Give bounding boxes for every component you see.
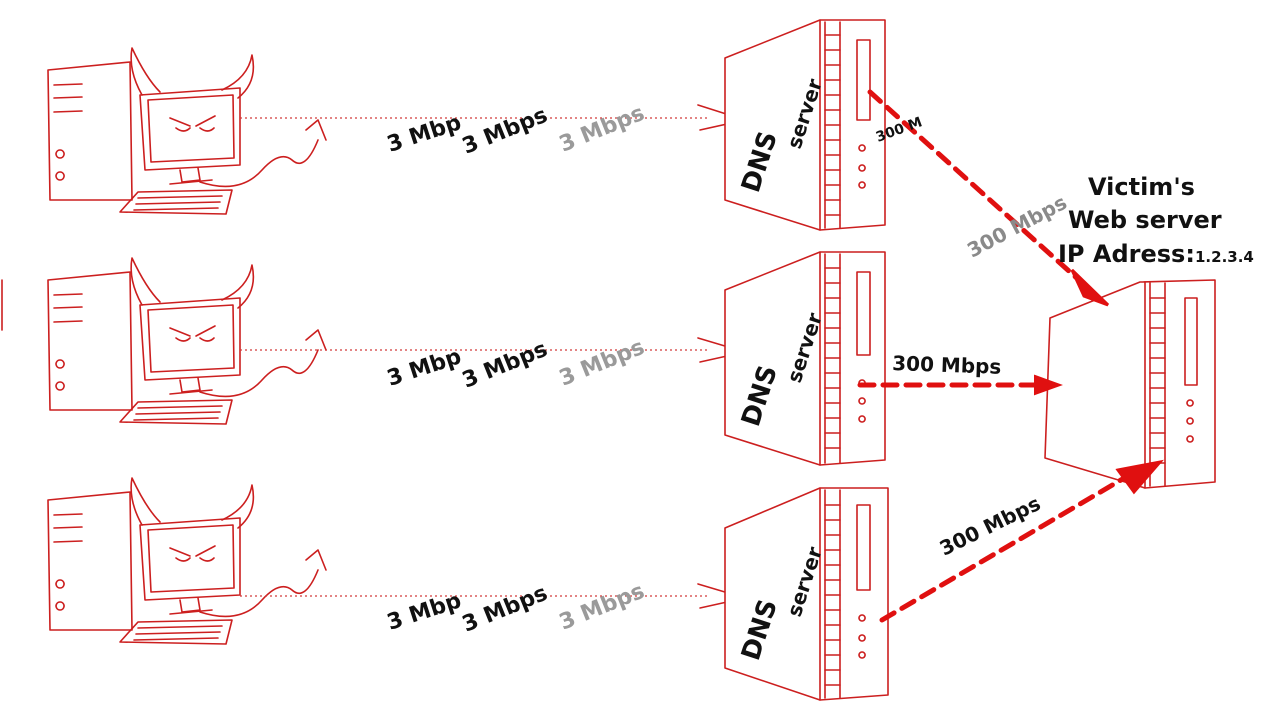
attacker-computer-1: [47, 47, 327, 215]
devil-horn-left: [130, 257, 161, 306]
devil-horn-left: [130, 477, 161, 526]
devil-horn-left: [130, 47, 161, 96]
amplified-arrow-top: [867, 89, 1093, 293]
attacker-computer-3: [47, 477, 327, 645]
dns-server-1: [724, 19, 886, 231]
victim-ip-label: IP Adress:: [1058, 240, 1195, 268]
pc-tower: [47, 61, 133, 201]
devil-tail: [199, 139, 319, 188]
angry-eyes: [169, 545, 216, 562]
amplified-arrow-bottom: [879, 467, 1141, 623]
amplified-label-middle: 300 Mbps: [892, 351, 1002, 379]
traffic-label: 3 Mbps: [459, 337, 551, 394]
dns-server-3: [724, 487, 889, 701]
devil-horn-right: [221, 264, 255, 309]
attacker-computer-2: [47, 257, 327, 425]
amplified-arrowhead-top: [1070, 268, 1110, 307]
amplified-arrowhead-middle: [1034, 374, 1063, 396]
traffic-label-faint: 3 Mbps: [556, 579, 648, 636]
keyboard: [119, 619, 233, 645]
dns-server-2: [724, 251, 886, 466]
traffic-label: 3 Mbp: [384, 344, 464, 391]
traffic-label: 3 Mbps: [459, 581, 551, 638]
devil-horn-right: [221, 54, 255, 99]
traffic-label: 3 Mbps: [459, 103, 551, 160]
amplified-arrowhead-bottom: [1115, 459, 1164, 495]
angry-eyes: [169, 325, 216, 342]
amplified-label-bottom: 300 Mbps: [936, 491, 1045, 560]
angry-eyes: [169, 115, 216, 132]
keyboard: [119, 399, 233, 425]
victim-web-server: [1044, 279, 1216, 489]
victim-title: Victim's: [1088, 173, 1195, 201]
amplified-label-top: 300 Mbps: [963, 190, 1071, 262]
devil-tail: [199, 349, 319, 398]
keyboard: [119, 189, 233, 215]
pc-tower: [47, 271, 133, 411]
devil-horn-right: [221, 484, 255, 529]
victim-subtitle: Web server: [1068, 206, 1222, 234]
pc-tower: [47, 491, 133, 631]
devil-tail: [199, 569, 319, 618]
traffic-label-faint: 3 Mbps: [556, 335, 648, 392]
traffic-label-faint: 3 Mbps: [556, 101, 648, 158]
victim-ip-value: 1.2.3.4: [1195, 248, 1254, 266]
